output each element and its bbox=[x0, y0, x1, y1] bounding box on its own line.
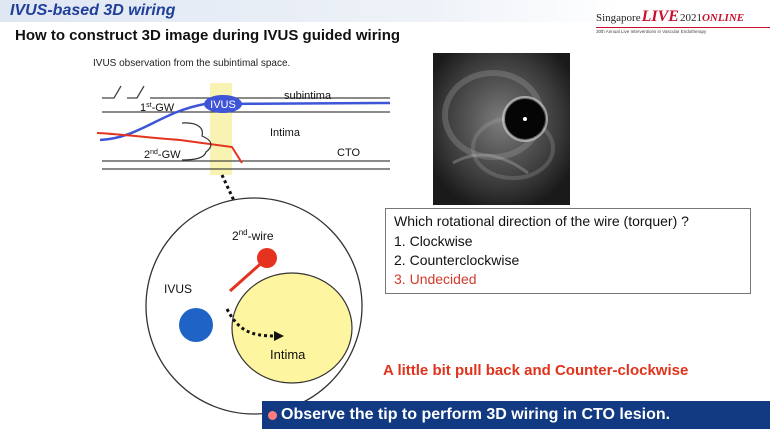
ivus-catheter-dot bbox=[179, 308, 213, 342]
first-guidewire bbox=[99, 101, 391, 142]
slide-title: IVUS-based 3D wiring bbox=[10, 2, 176, 19]
conference-logo: Singapore LIVE 2021 ONLINE 30th Annual L… bbox=[596, 8, 770, 42]
logo-tagline: 30th Annual Live Interventions in Vascul… bbox=[596, 27, 770, 34]
cross-intima-label: Intima bbox=[270, 347, 306, 362]
second-wire-label: 2nd-wire bbox=[232, 228, 274, 243]
first-gw-suffix: -GW bbox=[152, 102, 175, 114]
first-gw-num: 1 bbox=[140, 102, 146, 114]
ivus-ultrasound-graphic bbox=[433, 53, 570, 205]
logo-year: 2021 bbox=[679, 12, 702, 24]
question-box: Which rotational direction of the wire (… bbox=[385, 208, 751, 294]
ivus-probe-label: IVUS bbox=[210, 99, 236, 111]
second-wire-tip bbox=[257, 248, 277, 268]
second-wire-sup: nd bbox=[239, 228, 248, 237]
second-guidewire bbox=[96, 132, 243, 164]
logo-live: LIVE bbox=[641, 8, 679, 25]
option-number: 3. bbox=[394, 271, 406, 287]
diagram-caption: IVUS observation from the subintimal spa… bbox=[93, 58, 291, 69]
second-wire-suffix: -wire bbox=[248, 229, 274, 243]
ivus-probe bbox=[204, 95, 242, 113]
rotation-arrow-head bbox=[274, 331, 284, 341]
second-wire-num: 2 bbox=[232, 229, 239, 243]
option-undecided: 3. Undecided bbox=[394, 270, 742, 289]
first-gw-sup: st bbox=[146, 102, 152, 109]
option-number: 1. bbox=[394, 233, 406, 249]
intima-label: Intima bbox=[270, 127, 301, 139]
ivus-ultrasound-image bbox=[433, 53, 570, 205]
option-label: Counterclockwise bbox=[409, 252, 520, 268]
vessel-outer-top-left bbox=[102, 85, 122, 99]
option-label: Undecided bbox=[409, 271, 477, 287]
subintima-label: subintima bbox=[284, 90, 332, 102]
caption-banner: Observe the tip to perform 3D wiring in … bbox=[262, 401, 770, 429]
option-counterclockwise: 2. Counterclockwise bbox=[394, 251, 742, 270]
answer-text: A little bit pull back and Counter-clock… bbox=[383, 362, 689, 379]
option-label: Clockwise bbox=[409, 233, 473, 249]
option-clockwise: 1. Clockwise bbox=[394, 232, 742, 251]
second-gw-label: 2nd-GW bbox=[144, 149, 181, 161]
slide-subtitle: How to construct 3D image during IVUS gu… bbox=[15, 27, 401, 44]
banner-text: Observe the tip to perform 3D wiring in … bbox=[281, 406, 671, 423]
title-bar bbox=[0, 0, 776, 22]
option-number: 2. bbox=[394, 252, 406, 268]
second-gw-num: 2 bbox=[144, 149, 150, 161]
question-text: Which rotational direction of the wire (… bbox=[394, 213, 689, 229]
logo-online: ONLINE bbox=[701, 12, 745, 24]
logo-singapore: Singapore bbox=[596, 12, 641, 24]
second-gw-sup: nd bbox=[150, 149, 158, 156]
cto-label: CTO bbox=[337, 147, 360, 159]
banner-dot-icon bbox=[268, 410, 277, 420]
vessel-outer-top-mid bbox=[127, 85, 145, 99]
cross-ivus-label: IVUS bbox=[164, 282, 192, 296]
wire-bracket bbox=[181, 122, 212, 161]
first-gw-label: 1st-GW bbox=[140, 102, 175, 114]
intima-region bbox=[231, 272, 353, 384]
second-gw-suffix: -GW bbox=[158, 149, 181, 161]
